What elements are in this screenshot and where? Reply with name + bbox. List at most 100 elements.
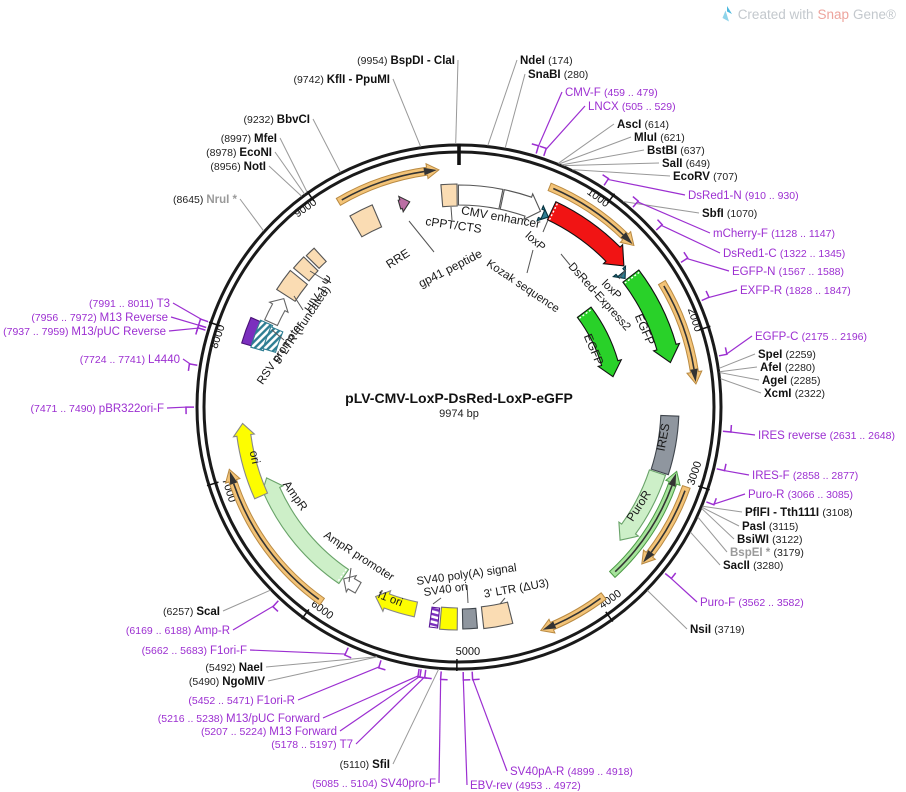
label-rre[interactable]: RRE	[383, 246, 412, 272]
feature-ampr[interactable]	[260, 477, 350, 585]
callout-econi[interactable]: (8978) EcoNI	[206, 147, 306, 195]
callout-label: EBV-rev (4953 .. 4972)	[470, 780, 581, 792]
callout-label: DsRed1-C (1322 .. 1345)	[723, 248, 845, 260]
feature-hatch-box-2[interactable]	[262, 326, 284, 353]
feature-ires[interactable]	[650, 414, 680, 476]
feature-gp41-peptide[interactable]	[397, 195, 411, 214]
callout-l4440[interactable]: (7724 .. 7741) L4440	[80, 354, 198, 372]
feature-egfp-inner[interactable]	[576, 306, 623, 378]
callout-mcherry-f[interactable]: mCherry-F (1128 .. 1147)	[632, 196, 835, 240]
callout-bspdi-clai[interactable]: (9954) BspDI - ClaI	[357, 55, 459, 145]
callout-sv40pa-r[interactable]: SV40pA-R (4899 .. 4918)	[471, 671, 633, 778]
callout-ebv-rev[interactable]: EBV-rev (4953 .. 4972)	[462, 671, 581, 792]
feature-hiv1-psi-b[interactable]	[305, 247, 327, 270]
callout-asci[interactable]: AscI (614)	[557, 119, 669, 164]
callout-pasi[interactable]: PasI (3115)	[701, 506, 798, 533]
callout-label: (8956) NotI	[210, 161, 266, 173]
label-ires[interactable]: IRES	[654, 422, 673, 452]
callout-spei[interactable]: SpeI (2259)	[718, 349, 816, 369]
callout-m13-puc-forward[interactable]: (5216 .. 5238) M13/pUC Forward	[158, 668, 425, 725]
callout-nsii[interactable]: NsiI (3719)	[647, 590, 745, 636]
primer-site-hook	[602, 174, 610, 186]
feature-ori[interactable]	[232, 422, 269, 500]
feature-cmv-enhancer[interactable]	[457, 184, 504, 210]
callout-afei[interactable]: AfeI (2280)	[719, 362, 816, 374]
callout-bbvci[interactable]: (9232) BbvCI	[243, 114, 341, 173]
feature-egfp-outer[interactable]	[622, 269, 681, 364]
credit-gene: Gene®	[853, 6, 896, 22]
callout-xcmi[interactable]: XcmI (2322)	[720, 378, 825, 400]
label-ori[interactable]: ori	[247, 449, 263, 465]
feature-loxp-2[interactable]	[612, 265, 627, 280]
callout-sacii[interactable]: SacII (3280)	[690, 531, 783, 572]
callout-dsred1-c[interactable]: DsRed1-C (1322 .. 1345)	[655, 219, 845, 260]
feature-sv40-ori[interactable]	[439, 606, 458, 631]
callout-t3[interactable]: (7991 .. 8011) T3	[89, 298, 209, 326]
callout-dsred1-n[interactable]: DsRed1-N (910 .. 930)	[602, 174, 799, 202]
callout-m13-reverse[interactable]: (7956 .. 7972) M13 Reverse	[31, 312, 207, 333]
callout-cmv-f[interactable]: CMV-F (459 .. 479)	[531, 87, 658, 154]
callout-label: MluI (621)	[634, 132, 685, 144]
callout-sv40pro-f[interactable]: (5085 .. 5104) SV40pro-F	[312, 671, 448, 790]
feature-puror[interactable]	[618, 469, 667, 541]
callout-leader	[268, 165, 303, 197]
callout-snabi[interactable]: SnaBI (280)	[504, 69, 588, 149]
callout-m13-forward[interactable]: (5207 .. 5224) M13 Forward	[201, 669, 427, 738]
feature-f1-ori[interactable]	[374, 589, 419, 618]
callout-noti[interactable]: (8956) NotI	[210, 161, 303, 197]
callout-m13-puc-reverse[interactable]: (7937 .. 7959) M13/pUC Reverse	[3, 326, 206, 338]
feature-rsv-promoter[interactable]	[263, 297, 289, 327]
callout-scai[interactable]: (6257) ScaI	[163, 589, 271, 618]
callout-sali[interactable]: SalI (649)	[563, 158, 711, 170]
feature-sv40-polya[interactable]	[461, 607, 478, 630]
primer-site-hook	[187, 363, 198, 372]
callout-puro-f[interactable]: Puro-F (3562 .. 3582)	[664, 572, 804, 609]
callout-bsiwi[interactable]: BsiWI (3122)	[701, 508, 803, 546]
callout-pflfi-tth111i[interactable]: PflFI - Tth111I (3108)	[702, 505, 853, 519]
feature-loxp-1[interactable]	[536, 204, 550, 222]
feature-dsred-express2[interactable]	[546, 200, 625, 267]
callout-f1ori-r[interactable]: (5452 .. 5471) F1ori-R	[188, 660, 386, 707]
feature-3-ltr-du3[interactable]	[480, 601, 514, 630]
callout-bspei[interactable]: BspEI * (3179)	[697, 516, 804, 559]
callout-ngomiv[interactable]: (5490) NgoMIV	[189, 656, 378, 688]
label-3-ltr-u3[interactable]: 3' LTR (ΔU3)	[483, 577, 550, 605]
callout-leader	[607, 178, 686, 196]
primer-site-hook	[664, 572, 677, 580]
callout-nrui[interactable]: (8645) NruI *	[173, 194, 265, 232]
callout-mfei[interactable]: (8997) MfeI	[221, 133, 308, 193]
callout-ndei[interactable]: NdeI (174)	[487, 55, 573, 146]
callout-agei[interactable]: AgeI (2285)	[719, 372, 821, 387]
feature-ampr-promoter[interactable]	[343, 574, 362, 594]
feature-cppt-cts[interactable]	[440, 183, 458, 208]
feature-sv40-promoter-stripes[interactable]	[428, 606, 441, 629]
callout-t7[interactable]: (5178 .. 5197) T7	[271, 669, 432, 751]
callout-exfp-r[interactable]: EXFP-R (1828 .. 1847)	[701, 285, 851, 302]
callout-egfp-n[interactable]: EGFP-N (1567 .. 1588)	[680, 251, 844, 278]
callout-naei[interactable]: (5492) NaeI	[205, 656, 377, 674]
feature-rre[interactable]	[349, 204, 383, 238]
callout-label: (6257) ScaI	[163, 606, 220, 618]
callout-leader	[707, 289, 738, 299]
callout-puro-r[interactable]: Puro-R (3066 .. 3085)	[706, 489, 853, 506]
feature-label-text: RRE	[383, 246, 412, 272]
callout-ires-f[interactable]: IRES-F (2858 .. 2877)	[716, 463, 859, 482]
callout-label: EXFP-R (1828 .. 1847)	[740, 285, 851, 297]
callout-mlui[interactable]: MluI (621)	[559, 132, 685, 165]
callout-kfli-ppumi[interactable]: (9742) KflI - PpuMI	[293, 74, 422, 147]
callout-egfp-c[interactable]: EGFP-C (2175 .. 2196)	[718, 331, 867, 357]
callout-ires-reverse[interactable]: IRES reverse (2631 .. 2648)	[722, 424, 895, 442]
primer-site-hook	[632, 196, 640, 208]
feature-hiv1-psi-a[interactable]	[292, 256, 319, 282]
label-kozak-sequence[interactable]: Kozak sequence	[484, 249, 561, 315]
tick-5000: 5000	[456, 646, 480, 671]
callout-pbr322ori-f[interactable]: (7471 .. 7490) pBR322ori-F	[31, 403, 195, 415]
callout-label: (8978) EcoNI	[206, 147, 272, 159]
callout-sfii[interactable]: (5110) SfiI	[340, 668, 440, 771]
callout-lncx[interactable]: LNCX (505 .. 529)	[539, 101, 676, 157]
callout-ecorv[interactable]: EcoRV (707)	[572, 169, 738, 183]
callout-bstbi[interactable]: BstBI (637)	[561, 145, 705, 166]
callout-amp-r[interactable]: (6169 .. 6188) Amp-R	[126, 600, 279, 637]
feature-cmv-promoter[interactable]	[499, 189, 542, 221]
callout-f1ori-f[interactable]: (5662 .. 5683) F1ori-F	[142, 645, 352, 659]
